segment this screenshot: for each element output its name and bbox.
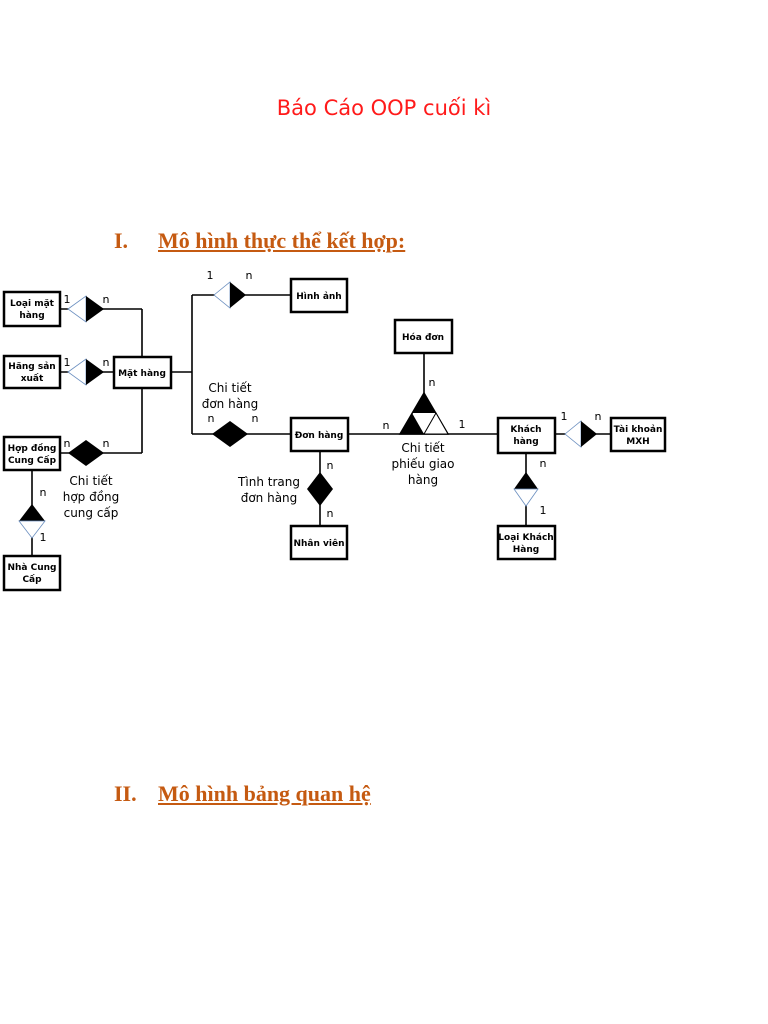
svg-text:1: 1 [561,410,568,423]
rel-triangle-chi-tiet-phieu-giao [398,391,450,435]
svg-text:n: n [252,412,259,425]
svg-text:n: n [246,269,253,282]
svg-text:n: n [429,376,436,389]
rel-diamond-loai-mat-hang [67,295,104,323]
svg-text:1: 1 [64,293,71,306]
entity-hinh-anh: Hình ảnh [289,277,349,314]
svg-text:Hãng sản: Hãng sản [8,361,55,372]
svg-text:Hóa đơn: Hóa đơn [402,332,444,343]
svg-text:MXH: MXH [626,437,649,447]
svg-text:n: n [383,419,390,432]
svg-text:Chi tiết: Chi tiết [69,474,113,488]
rel-diamond-hang-san-xuat [67,358,104,386]
svg-text:Cấp: Cấp [22,574,42,585]
svg-text:Khách: Khách [510,425,541,435]
svg-text:n: n [40,486,47,499]
svg-text:1: 1 [207,269,214,282]
entity-loai-khach-hang: Loại Khách Hàng [496,524,557,561]
svg-text:n: n [595,410,602,423]
section-heading-2: II. Mô hình bảng quan hệ [114,781,371,807]
rel-diamond-tinh-trang-don-hang [307,472,333,506]
svg-text:Cung Cấp: Cung Cấp [8,455,57,466]
svg-text:n: n [103,293,110,306]
svg-text:Chi tiết: Chi tiết [401,441,445,455]
svg-text:Chi tiết: Chi tiết [208,381,252,395]
svg-text:Nhà Cung: Nhà Cung [7,563,56,573]
section-number: I. [114,228,129,253]
svg-text:n: n [327,507,334,520]
svg-text:n: n [540,457,547,470]
entity-khach-hang: Khách hàng [496,416,557,455]
svg-text:hợp đồng: hợp đồng [63,490,120,504]
label-tinh-trang-don-hang: Tình trang đơn hàng [237,475,300,505]
label-chi-tiet-hop-dong: Chi tiết hợp đồng cung cấp [63,474,120,520]
svg-text:Mặt hàng: Mặt hàng [118,369,166,379]
entity-nha-cung-cap: Nhà Cung Cấp [2,554,62,592]
svg-text:Nhân viên: Nhân viên [293,538,344,549]
svg-text:1: 1 [459,418,466,431]
entity-tai-khoan-mxh: Tài khoản MXH [609,416,667,453]
svg-text:đơn hàng: đơn hàng [241,491,298,505]
svg-text:hàng: hàng [408,473,438,487]
svg-text:n: n [208,412,215,425]
rel-diamond-loai-khach-hang [513,472,539,507]
svg-text:1: 1 [540,504,547,517]
svg-text:cung cấp: cung cấp [64,506,119,520]
entity-loai-mat-hang: Loại mặt hàng [2,290,62,328]
svg-text:Loại mặt: Loại mặt [10,299,55,309]
svg-text:n: n [64,437,71,450]
svg-text:hàng: hàng [19,311,44,321]
entity-don-hang: Đơn hàng [289,416,350,453]
rel-diamond-hinh-anh [213,281,246,309]
svg-text:n: n [327,459,334,472]
entity-mat-hang: Mặt hàng [112,355,173,390]
svg-text:n: n [103,356,110,369]
svg-text:Hàng: Hàng [513,545,539,555]
cardinality-labels: 1 n 1 n n n n 1 1 n n n n n n n 1 1 n n … [40,269,602,544]
rel-diamond-chi-tiet-don-hang [212,421,248,447]
entity-hop-dong-cung-cap: Hợp đồng Cung Cấp [2,435,62,472]
svg-text:hàng: hàng [513,437,538,447]
svg-text:Hợp đồng: Hợp đồng [8,443,57,454]
svg-text:Hình ảnh: Hình ảnh [296,291,341,302]
rel-diamond-chi-tiet-hop-dong [68,440,104,466]
rel-diamond-tai-khoan-mxh [564,420,597,448]
svg-text:Đơn hàng: Đơn hàng [295,431,344,441]
svg-text:n: n [103,437,110,450]
svg-text:Tình trang: Tình trang [237,475,300,489]
entity-hoa-don: Hóa đơn [393,318,454,355]
section-title: Mô hình thực thể kết hợp: [158,228,406,253]
svg-text:Tài khoản: Tài khoản [614,424,663,435]
document-title: Báo Cáo OOP cuối kì [276,96,492,120]
section-number: II. [114,781,137,806]
svg-text:xuất: xuất [21,373,44,384]
rel-diamond-nha-cung-cap [18,504,46,539]
entity-nhan-vien: Nhân viên [289,524,349,561]
svg-text:Loại Khách: Loại Khách [498,533,553,543]
label-chi-tiet-phieu-giao: Chi tiết phiếu giao hàng [391,441,454,487]
svg-text:đơn hàng: đơn hàng [202,397,259,411]
label-chi-tiet-don-hang: Chi tiết đơn hàng [202,381,259,411]
svg-text:1: 1 [64,356,71,369]
section-heading-1: I. Mô hình thực thể kết hợp: [114,228,405,254]
section-title: Mô hình bảng quan hệ [158,781,371,806]
entity-hang-san-xuat: Hãng sản xuất [2,354,62,390]
svg-text:phiếu giao: phiếu giao [391,457,454,471]
svg-text:1: 1 [40,531,47,544]
